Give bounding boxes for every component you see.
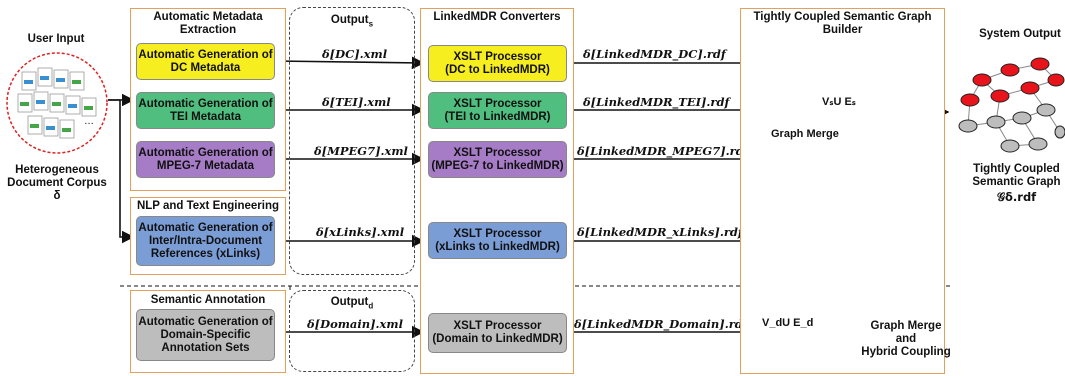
dc-metadata-box: Automatic Generation of DC Metadata [136, 43, 275, 80]
xlinks-box: Automatic Generation of Inter/Intra-Docu… [136, 216, 275, 266]
document-corpus-icon: … [6, 52, 108, 154]
output-domain-xml: δ[Domain].xml [307, 317, 403, 331]
rdf-domain: δ[LinkedMDR_Domain].rdf [574, 317, 748, 331]
xslt-xlinks-box: XSLT Processor (xLinks to LinkedMDR) [428, 222, 567, 259]
rdf-dc: δ[LinkedMDR_DC].rdf [583, 47, 726, 61]
rdf-xlinks: δ[LinkedMDR_xLinks].rdf [577, 225, 743, 239]
rdf-tei: δ[LinkedMDR_TEI].rdf [583, 95, 730, 109]
semantic-graph-icon [958, 57, 1065, 153]
user-input-title: User Input [27, 33, 85, 45]
outputs-d-region [289, 290, 415, 372]
domain-annotation-box: Automatic Generation of Domain-Specific … [136, 309, 275, 361]
tei-metadata-box: Automatic Generation of TEI Metadata [136, 92, 275, 129]
xslt-dc-box: XSLT Processor (DC to LinkedMDR) [428, 45, 567, 82]
outputs-s-title: Outputs [330, 14, 374, 29]
graph-merge-label: Graph Merge [771, 128, 839, 140]
system-output-title: System Output [979, 28, 1061, 40]
hybrid-coupling-label: Graph Merge and Hybrid Coupling [861, 320, 951, 358]
xslt-mpeg7-box: XSLT Processor (MPEG-7 to LinkedMDR) [428, 141, 567, 178]
builder-title: Tightly Coupled Semantic Graph Builder [753, 11, 932, 36]
semantic-graph-file: 𝒢δ.rdf [996, 190, 1037, 204]
svg-text:…: … [84, 116, 94, 127]
semantic-graph-label: Tightly Coupled Semantic Graph [972, 163, 1061, 188]
corpus-label: Heterogeneous Document Corpus δ [7, 164, 107, 202]
semantic-panel-title: Semantic Annotation [150, 294, 266, 306]
output-tei-xml: δ[TEI].xml [322, 95, 391, 109]
xslt-tei-box: XSLT Processor (TEI to LinkedMDR) [428, 92, 567, 129]
rdf-mpeg7: δ[LinkedMDR_MPEG7].rdf [577, 144, 749, 158]
graph-builder-panel [740, 8, 945, 374]
xslt-domain-box: XSLT Processor (Domain to LinkedMDR) [428, 313, 567, 353]
output-xlinks-xml: δ[xLinks].xml [316, 225, 405, 239]
converters-title: LinkedMDR Converters [433, 11, 561, 23]
outputs-s-region [289, 7, 415, 275]
mpeg7-metadata-box: Automatic Generation of MPEG-7 Metadata [136, 141, 275, 178]
output-mpeg7-xml: δ[MPEG7].xml [314, 144, 408, 158]
outputs-d-title: Outputd [330, 296, 374, 311]
vd-ed-label: V_dU E_d [762, 317, 814, 329]
nlp-panel-title: NLP and Text Engineering [136, 200, 280, 212]
vs-es-label: VₛU Eₛ [822, 96, 856, 108]
output-dc-xml: δ[DC].xml [322, 47, 388, 61]
metadata-panel-title: Automatic Metadata Extraction [153, 11, 263, 36]
